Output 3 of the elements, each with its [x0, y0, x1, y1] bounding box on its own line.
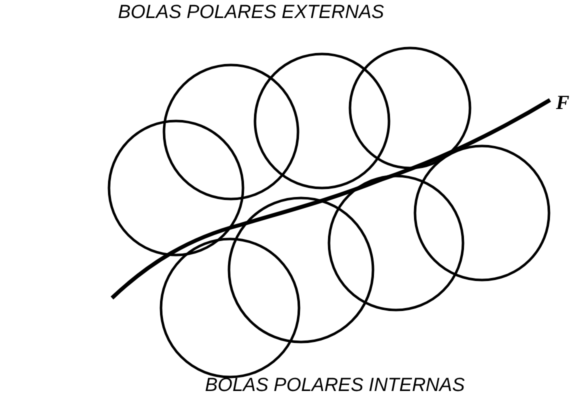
curve-label: F: [556, 92, 570, 115]
internal-balls-label: BOLAS POLARES INTERNAS: [205, 375, 465, 397]
external-balls-label: BOLAS POLARES EXTERNAS: [118, 2, 384, 24]
